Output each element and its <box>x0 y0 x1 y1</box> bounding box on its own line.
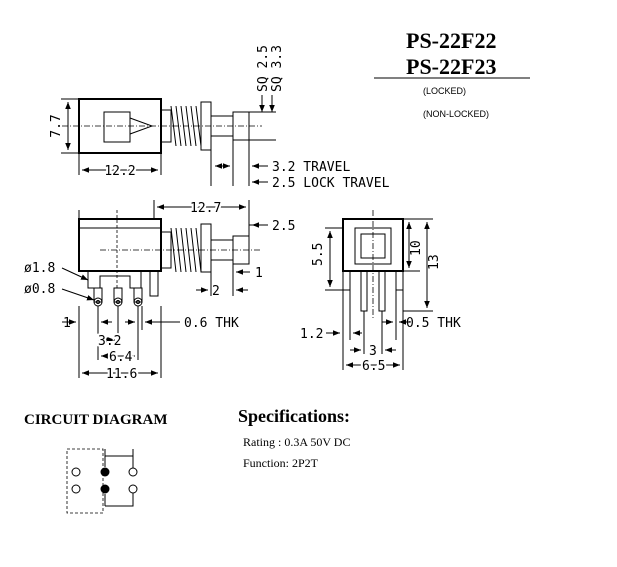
end-view: 5.5 10 13 1.2 0.5 THK 3 6.5 <box>300 210 461 376</box>
top-slider <box>103 111 131 143</box>
side-body <box>78 218 162 272</box>
dim-top-height: 7.7 <box>49 114 64 137</box>
side-pins <box>93 287 143 307</box>
dim-hole-large: ø1.8 <box>24 261 55 276</box>
dim-end-thickness: 0.5 THK <box>406 316 461 331</box>
model-locked: PS-22F22 <box>406 28 496 53</box>
circuit-outline <box>66 448 104 514</box>
circuit-title: CIRCUIT DIAGRAM <box>24 412 167 428</box>
dim-pin-spacing: 1 <box>255 266 263 281</box>
dim-pitch: 3.2 <box>98 334 121 349</box>
circuit-diagram: CIRCUIT DIAGRAM <box>24 412 167 514</box>
dim-pin-span: 6.4 <box>109 350 133 365</box>
note-nonlocked: (NON-LOCKED) <box>423 109 489 119</box>
dim-shaft-step: 2 <box>212 284 220 299</box>
specs-rating: Rating : 0.3A 50V DC <box>243 435 350 449</box>
dim-end-total: 13 <box>427 254 442 270</box>
dim-end-lower: 5.5 <box>311 243 326 266</box>
circuit-contacts <box>71 456 138 506</box>
specs-title: Specifications: <box>238 406 350 426</box>
dim-plunger-offset: 2.5 <box>272 219 295 234</box>
top-view: 7.7 12.2 SQ 2.5 SQ 3.3 3.2 TRAVEL 2.5 LO… <box>49 45 390 191</box>
dim-travel: 3.2 TRAVEL <box>272 160 350 175</box>
specifications: Specifications: Rating : 0.3A 50V DC Fun… <box>238 406 350 470</box>
side-view: 12.7 2.5 1 2 ø1.8 ø0.8 1 0.6 THK <box>24 199 295 384</box>
dim-side-width: 12.7 <box>190 201 221 216</box>
dim-overall: 11.6 <box>106 367 137 382</box>
end-stem-outer <box>354 227 392 265</box>
specs-function: Function: 2P2T <box>243 456 319 470</box>
dim-top-length: 12.2 <box>104 164 135 179</box>
dim-end-pin-left: 1.2 <box>300 327 323 342</box>
dim-end-span: 6.5 <box>362 359 385 374</box>
top-spring <box>160 101 250 151</box>
dim-hole-small: ø0.8 <box>24 282 55 297</box>
model-nonlocked: PS-22F23 <box>406 54 496 79</box>
dim-end-mid: 10 <box>409 240 424 256</box>
note-locked: (LOCKED) <box>423 86 466 96</box>
dim-end-pitch: 3 <box>369 344 377 359</box>
dim-pin-offset: 1 <box>63 316 71 331</box>
dim-lock-travel: 2.5 LOCK TRAVEL <box>272 176 390 191</box>
dim-sq-outer: SQ 3.3 <box>270 45 285 92</box>
dim-side-thickness: 0.6 THK <box>184 316 239 331</box>
dim-sq-inner: SQ 2.5 <box>256 45 271 92</box>
